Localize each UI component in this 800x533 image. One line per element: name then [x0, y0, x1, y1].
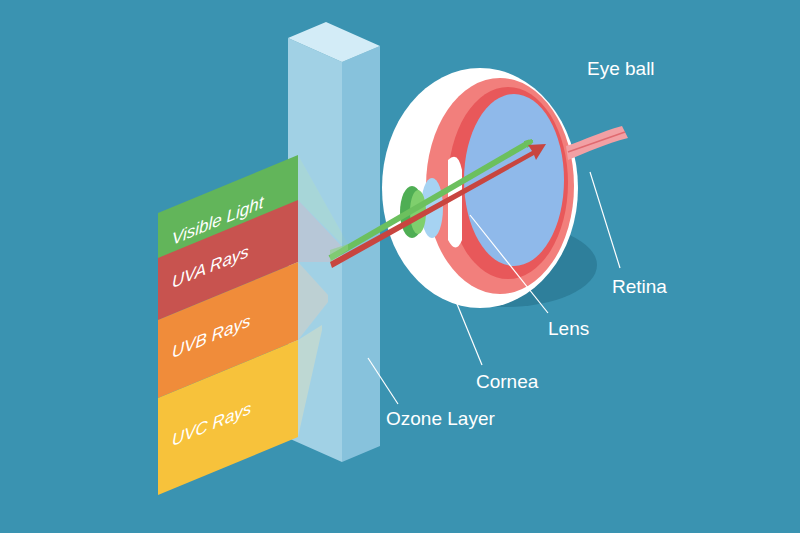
- uva-beam: [330, 144, 546, 268]
- ray-label: UVC Rays: [172, 398, 251, 451]
- ozone-top: [288, 22, 380, 62]
- part-label: Eye ball: [587, 58, 655, 80]
- ray-label: UVB Rays: [172, 311, 250, 363]
- optic-nerve: [566, 126, 628, 160]
- vitreous: [464, 94, 564, 266]
- beam-through: [330, 244, 348, 262]
- leader-line: [470, 215, 548, 313]
- leader-line: [590, 172, 620, 268]
- eyeball-body: [382, 68, 578, 308]
- leader-line: [430, 238, 482, 365]
- part-label: Lens: [548, 318, 589, 340]
- ray-label: UVA Rays: [172, 241, 249, 293]
- part-label: Retina: [612, 276, 667, 298]
- optic-nerve-line: [568, 132, 625, 152]
- iris: [448, 157, 462, 248]
- choroid: [448, 87, 568, 279]
- part-label: Cornea: [476, 371, 538, 393]
- visible-beam: [330, 142, 530, 258]
- leader-line: [368, 358, 398, 404]
- part-label: Ozone Layer: [386, 408, 495, 430]
